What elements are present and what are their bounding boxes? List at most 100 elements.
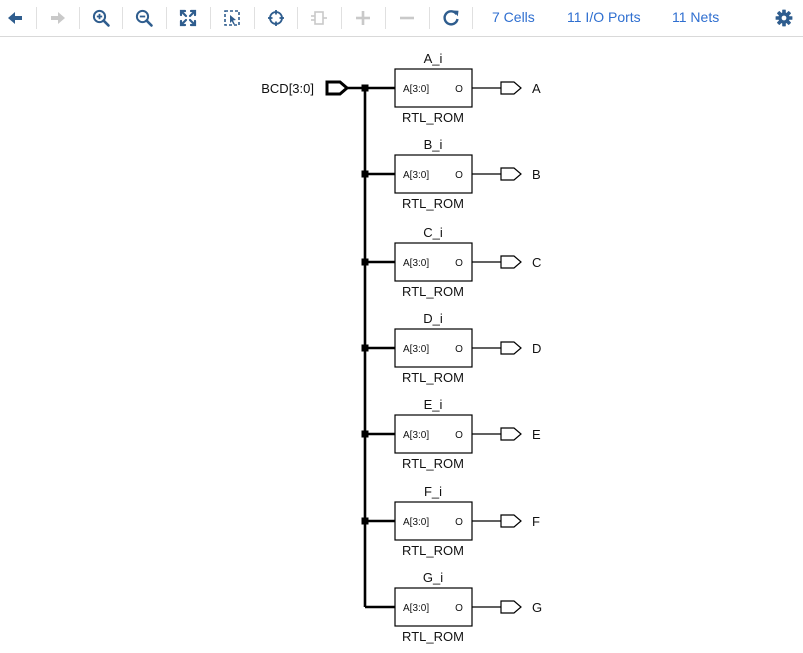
cell-instance-name: D_i <box>423 311 443 326</box>
cell-box[interactable] <box>394 587 473 627</box>
cell-box[interactable] <box>394 68 473 108</box>
cell-input-pin: A[3:0] <box>403 430 429 441</box>
toolbar-separator <box>122 7 123 29</box>
zoom-area-button[interactable] <box>219 5 245 31</box>
cell-instance-name: A_i <box>424 51 443 66</box>
toolbar-separator <box>385 7 386 29</box>
cell-type-label: RTL_ROM <box>402 629 464 644</box>
input-port-group: BCD[3:0] <box>261 80 350 96</box>
cell-output-pin: O <box>455 603 463 614</box>
input-port-symbol[interactable] <box>325 80 350 96</box>
cell-instance-name: E_i <box>424 397 443 412</box>
cell-output-pin: O <box>455 170 463 181</box>
back-arrow-button[interactable] <box>2 5 28 31</box>
output-port-symbol[interactable] <box>500 255 522 269</box>
output-port-label: B <box>532 167 541 182</box>
forward-arrow-button[interactable] <box>45 5 71 31</box>
cell-output-pin: O <box>455 517 463 528</box>
net-junction <box>361 258 369 266</box>
zoom-area-icon <box>224 10 240 26</box>
toolbar-separator <box>166 7 167 29</box>
net-junction <box>361 170 369 178</box>
zoom-out-button[interactable] <box>131 5 157 31</box>
cell-box[interactable] <box>394 154 473 194</box>
cell-output-pin: O <box>455 84 463 95</box>
toolbar-separator <box>472 7 473 29</box>
toolbar-separator <box>429 7 430 29</box>
cell-instance-name: B_i <box>424 137 443 152</box>
cell-instance-name: F_i <box>424 484 442 499</box>
output-port-symbol[interactable] <box>500 514 522 528</box>
net-junction <box>361 84 369 92</box>
net-junction <box>361 430 369 438</box>
back-arrow-icon <box>8 12 22 24</box>
toolbar-separator <box>79 7 80 29</box>
settings-button[interactable] <box>771 5 797 31</box>
refresh-button[interactable] <box>438 5 464 31</box>
cell-input-pin: A[3:0] <box>403 517 429 528</box>
toolbar-separator <box>341 7 342 29</box>
minus-icon <box>400 16 414 20</box>
cell-type-label: RTL_ROM <box>402 284 464 299</box>
cell-type-label: RTL_ROM <box>402 456 464 471</box>
output-port-label: D <box>532 341 541 356</box>
toolbar-separator <box>254 7 255 29</box>
crosshair-icon <box>268 10 284 26</box>
output-port-symbol[interactable] <box>500 341 522 355</box>
regenerate-cell-button[interactable] <box>306 5 332 31</box>
refresh-icon <box>443 10 459 26</box>
output-port-symbol[interactable] <box>500 600 522 614</box>
cell-instance-name: C_i <box>423 225 443 240</box>
crosshair-button[interactable] <box>263 5 289 31</box>
minus-button[interactable] <box>394 5 420 31</box>
gear-icon <box>775 9 793 27</box>
cell-input-pin: A[3:0] <box>403 344 429 355</box>
toolbar-separator <box>36 7 37 29</box>
cell-box[interactable] <box>394 242 473 282</box>
cell-type-label: RTL_ROM <box>402 110 464 125</box>
regenerate-cell-icon <box>311 11 327 25</box>
net-junction <box>361 517 369 525</box>
schematic-toolbar: 7 Cells 11 I/O Ports 11 Nets <box>0 0 803 37</box>
output-port-symbol[interactable] <box>500 167 522 181</box>
cell-type-label: RTL_ROM <box>402 370 464 385</box>
cell-input-pin: A[3:0] <box>403 170 429 181</box>
zoom-in-button[interactable] <box>88 5 114 31</box>
output-port-label: F <box>532 514 540 529</box>
output-port-label: C <box>532 255 541 270</box>
cells-link[interactable]: 7 Cells <box>492 9 535 25</box>
cell-instance-name: G_i <box>423 570 443 585</box>
plus-icon <box>356 11 370 25</box>
plus-button[interactable] <box>350 5 376 31</box>
input-port-label: BCD[3:0] <box>261 81 314 96</box>
toolbar-separator <box>210 7 211 29</box>
io-ports-link[interactable]: 11 I/O Ports <box>567 9 641 25</box>
toolbar-separator <box>297 7 298 29</box>
cell-output-pin: O <box>455 430 463 441</box>
cell-box[interactable] <box>394 414 473 454</box>
output-port-label: A <box>532 81 541 96</box>
cell-box[interactable] <box>394 328 473 368</box>
forward-arrow-icon <box>51 12 65 24</box>
output-port-label: E <box>532 427 541 442</box>
output-port-label: G <box>532 600 542 615</box>
bus-net[interactable] <box>347 84 501 609</box>
cell-type-label: RTL_ROM <box>402 543 464 558</box>
zoom-fit-icon <box>179 9 197 27</box>
net-junction <box>361 344 369 352</box>
cell-box[interactable] <box>394 501 473 541</box>
output-port-symbol[interactable] <box>500 427 522 441</box>
nets-link[interactable]: 11 Nets <box>672 9 720 25</box>
output-port-symbol[interactable] <box>500 81 522 95</box>
cell-input-pin: A[3:0] <box>403 603 429 614</box>
zoom-fit-button[interactable] <box>175 5 201 31</box>
